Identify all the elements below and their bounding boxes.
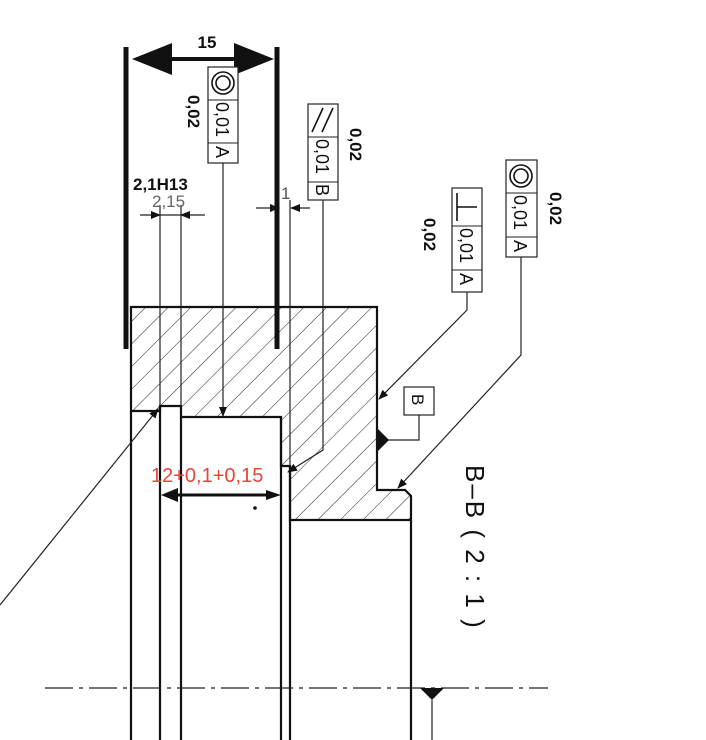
fcf-note: 0,02 [346,128,365,161]
dimension-15-label: 15 [198,33,217,52]
datum-b-marker: B [377,386,435,452]
extension-lines [159,200,291,466]
fcf-datum: A [212,146,232,158]
groove-width-label: 2,1H13 [133,175,188,194]
surface-triangle-icon [420,688,444,700]
section-view-label: B–B ( 2 : 1 ) [460,465,490,630]
datum-label: B [408,394,427,405]
section-part [129,305,413,522]
leader-line [0,408,159,606]
dot-mark [253,506,257,510]
fcf-note: 0,02 [420,218,439,251]
concentricity-icon [211,71,235,95]
perpendicularity-icon [456,193,477,221]
bore-width-arrow [161,488,281,502]
dimension-15: 15 [132,33,274,75]
fcf-tolerance: 0,01 [312,139,332,174]
concentricity-icon [509,164,533,188]
bore-lines [129,406,413,740]
feature-frame-concentricity-2: 0,01 A 0,02 [397,159,565,489]
datum-triangle-icon [377,428,389,452]
fcf-note: 0,02 [184,95,203,128]
parallelism-icon [311,107,334,133]
offset-label: 1 [281,184,290,203]
feature-frame-parallelism: 0,01 B 0,02 [287,103,365,473]
feature-frame-concentricity-1: 0,01 A 0,02 [184,66,239,417]
fcf-datum: A [510,240,530,252]
bore-width-label: 12+0,1+0,15 [151,465,263,487]
fcf-tolerance: 0,01 [510,195,530,230]
fcf-note: 0,02 [546,192,565,225]
fcf-tolerance: 0,01 [212,102,232,137]
fcf-datum: B [312,184,332,196]
feature-frame-perpendicularity: 0,01 A 0,02 [378,187,483,400]
fcf-tolerance: 0,01 [456,228,476,263]
fcf-datum: A [456,273,476,285]
groove-ref-label: 2,15 [152,192,185,211]
